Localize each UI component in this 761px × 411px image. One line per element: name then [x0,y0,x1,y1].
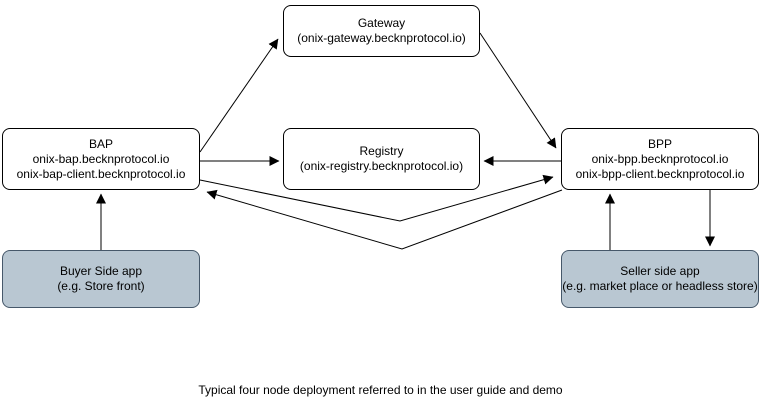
gateway-title: Gateway [357,16,406,30]
bap-domain: onix-bap.becknprotocol.io [32,151,170,166]
buyer-app-title: Buyer Side app [59,264,143,278]
bpp-title: BPP [647,136,672,151]
buyer-app-node: Buyer Side app (e.g. Store front) [2,250,200,308]
arrow-bap-to-bpp [199,174,554,222]
seller-app-title: Seller side app [620,264,700,278]
registry-subtitle: (onix-registry.becknprotocol.io) [299,159,464,173]
registry-node: Registry (onix-registry.becknprotocol.io… [283,128,480,190]
arrow-bpp-to-bap [206,189,563,250]
arrow-gateway-to-bpp [479,32,557,149]
bpp-client-domain: onix-bpp-client.becknprotocol.io [575,166,745,181]
bap-title: BAP [88,136,113,151]
bap-client-domain: onix-bap-client.becknprotocol.io [16,166,186,181]
seller-app-node: Seller side app (e.g. market place or he… [561,250,759,308]
bpp-domain: onix-bpp.becknprotocol.io [591,151,729,166]
arrow-bap-to-gateway [199,38,279,153]
gateway-node: Gateway (onix-gateway.becknprotocol.io) [283,5,480,57]
gateway-subtitle: (onix-gateway.becknprotocol.io) [297,31,466,45]
seller-app-subtitle: (e.g. market place or headless store) [562,279,758,293]
bpp-node: BPP onix-bpp.becknprotocol.io onix-bpp-c… [561,128,759,190]
registry-title: Registry [359,144,404,158]
bap-node: BAP onix-bap.becknprotocol.io onix-bap-c… [2,128,200,190]
diagram-caption: Typical four node deployment referred to… [198,383,563,397]
buyer-app-subtitle: (e.g. Store front) [57,279,145,293]
